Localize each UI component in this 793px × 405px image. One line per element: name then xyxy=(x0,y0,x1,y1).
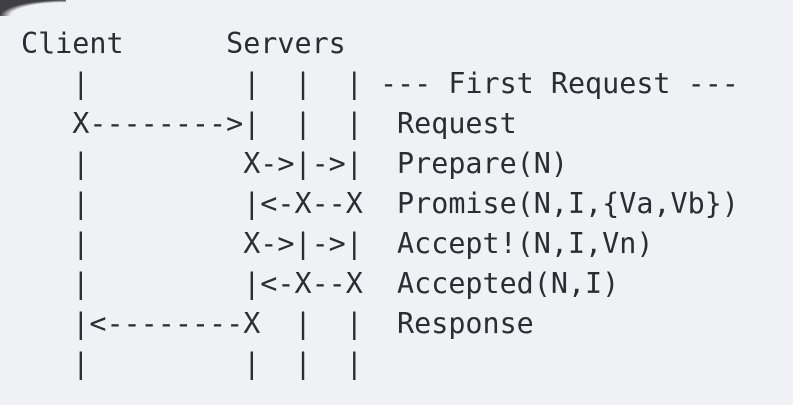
ascii-line-first-request-header: | | | | --- First Request --- xyxy=(21,67,739,100)
ascii-line-promise-message: | |<-X--X Promise(N,I,{Va,Vb}) xyxy=(21,187,739,220)
ascii-line-trailing-lifelines: | | | | xyxy=(21,347,363,380)
ascii-line-prepare-message: | X->|->| Prepare(N) xyxy=(21,147,568,180)
ascii-line-request-message: X-------->| | | Request xyxy=(21,107,517,140)
ascii-line-accepted-message: | |<-X--X Accepted(N,I) xyxy=(21,267,620,300)
ascii-line-accept-message: | X->|->| Accept!(N,I,Vn) xyxy=(21,227,654,260)
ascii-line-response-message: |<--------X | | Response xyxy=(21,307,534,340)
screen-corner-artifact xyxy=(0,0,66,16)
paxos-ascii-sequence-diagram: Client Servers | | | | --- First Request… xyxy=(21,24,739,384)
ascii-line-lane-headers: Client Servers xyxy=(21,27,346,60)
